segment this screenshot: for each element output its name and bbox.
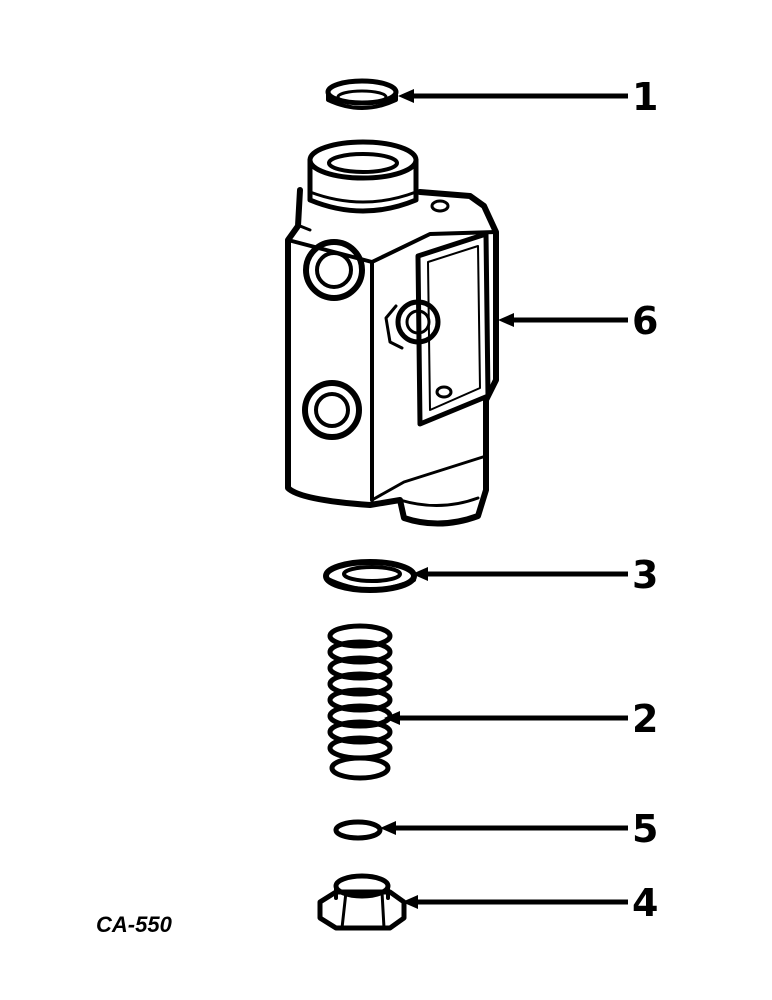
leader-6	[498, 313, 628, 327]
spring-part	[327, 623, 393, 781]
leader-1	[398, 89, 628, 103]
callout-label-1: 1	[632, 75, 658, 119]
leader-3	[412, 567, 628, 581]
callout-label-4: 4	[632, 881, 658, 925]
o-ring-part	[333, 819, 383, 841]
callout-label-3: 3	[632, 553, 658, 597]
callout-label-5: 5	[632, 807, 658, 851]
washer-part	[323, 559, 417, 593]
valve-body-part	[285, 139, 499, 527]
callout-label-2: 2	[632, 697, 658, 741]
figure-id: CA-550	[96, 912, 173, 937]
callout-label-6: 6	[632, 299, 658, 343]
plug-part	[317, 873, 407, 931]
leader-5	[380, 821, 628, 835]
seal-ring-part	[325, 78, 399, 110]
leader-2	[384, 711, 628, 725]
leader-lines	[380, 89, 628, 909]
leader-4	[402, 895, 628, 909]
